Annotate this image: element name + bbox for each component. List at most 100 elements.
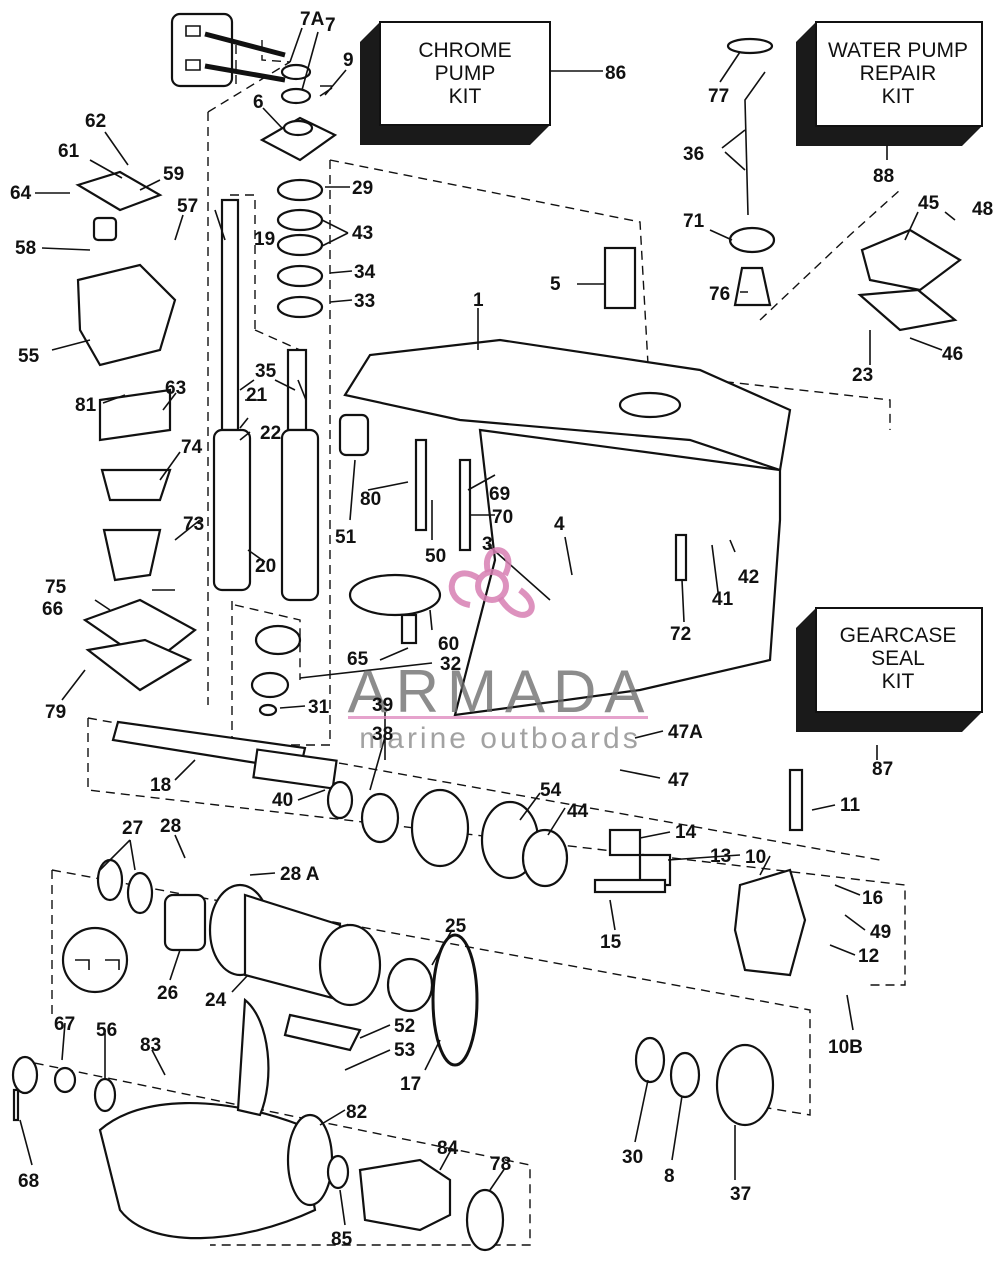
- callout-10b: 10B: [828, 1037, 863, 1058]
- pinion-32-31: [250, 624, 302, 717]
- callout-10: 10: [745, 847, 766, 868]
- callout-29: 29: [352, 178, 373, 199]
- callout-50: 50: [425, 546, 446, 567]
- callout-27: 27: [122, 818, 143, 839]
- callout-34: 34: [354, 262, 376, 283]
- watermark-tagline: marine outboards: [359, 722, 640, 755]
- callout-37: 37: [730, 1184, 751, 1205]
- callout-1: 1: [473, 290, 484, 311]
- callout-74: 74: [181, 437, 203, 458]
- chrome-pump-kit-line3: KIT: [449, 85, 482, 108]
- callout-35: 35: [255, 361, 277, 382]
- callout-7: 7: [325, 15, 336, 36]
- callout-65: 65: [347, 649, 369, 670]
- shift-linkage-10-16: [593, 768, 807, 977]
- callout-38: 38: [372, 724, 393, 745]
- callout-70: 70: [492, 507, 513, 528]
- callout-26: 26: [157, 983, 178, 1004]
- callout-14: 14: [675, 822, 697, 843]
- callout-labels: 7A 7 9 86 77 36 88 6 62 61 59 64 57 58 2…: [10, 9, 993, 1250]
- callout-61: 61: [58, 141, 80, 162]
- callout-12: 12: [858, 946, 879, 967]
- bolts-80-70-72: [414, 438, 688, 582]
- callout-9: 9: [343, 50, 354, 71]
- armada-watermark: ARMADA marine outboards: [348, 547, 648, 755]
- callout-57: 57: [177, 196, 198, 217]
- propeller-83: [98, 997, 334, 1240]
- callout-72: 72: [670, 624, 691, 645]
- callout-4: 4: [554, 514, 565, 535]
- seals-7-7a: [280, 63, 333, 105]
- callout-68: 68: [18, 1171, 39, 1192]
- callout-19: 19: [254, 229, 275, 250]
- shift-cam-51-60: [348, 573, 442, 645]
- gearcase-kit-line1: GEARCASE: [840, 624, 957, 647]
- propshaft-18: [111, 720, 338, 790]
- watermark-underline: [348, 716, 648, 719]
- callout-80: 80: [360, 489, 381, 510]
- callout-17: 17: [400, 1074, 421, 1095]
- callout-54: 54: [540, 780, 562, 801]
- water-pump-repair-kit-box: WATER PUMP REPAIR KIT: [796, 21, 983, 146]
- callout-32: 32: [440, 654, 461, 675]
- water-tube-36-77: [726, 37, 776, 307]
- callout-67: 67: [54, 1014, 75, 1035]
- callout-22: 22: [260, 423, 281, 444]
- driveshaft-19-20: [212, 198, 320, 602]
- callout-39: 39: [372, 695, 393, 716]
- gearcase-kit-line3: KIT: [882, 670, 915, 693]
- water-pump-kit-line1: WATER PUMP: [828, 39, 968, 62]
- gearcase-kit-line2: SEAL: [871, 647, 925, 670]
- callout-28a: 28 A: [280, 864, 320, 885]
- callout-78: 78: [490, 1154, 511, 1175]
- pump-cover-45: [857, 228, 962, 332]
- callout-28: 28: [160, 816, 181, 837]
- callout-23: 23: [852, 365, 873, 386]
- callout-69: 69: [489, 484, 510, 505]
- callout-64: 64: [10, 183, 32, 204]
- callout-81: 81: [75, 395, 97, 416]
- water-pump-55-66: [75, 170, 198, 692]
- callout-18: 18: [150, 775, 171, 796]
- callout-56: 56: [96, 1020, 117, 1041]
- water-pump-kit-line2: REPAIR: [860, 62, 937, 85]
- callout-11: 11: [840, 795, 861, 816]
- chrome-pump-kit-box: CHROME PUMP KIT: [360, 21, 551, 145]
- callout-3: 3: [482, 534, 493, 555]
- callout-49: 49: [870, 922, 891, 943]
- callout-33: 33: [354, 291, 375, 312]
- callout-71: 71: [683, 211, 705, 232]
- callout-83: 83: [140, 1035, 161, 1056]
- callout-36: 36: [683, 144, 704, 165]
- callout-43: 43: [352, 223, 373, 244]
- callout-47a: 47A: [668, 722, 703, 743]
- callout-62: 62: [85, 111, 106, 132]
- callout-42: 42: [738, 567, 759, 588]
- bearing-carrier-24: [163, 883, 479, 1067]
- callout-87: 87: [872, 759, 893, 780]
- gearcase-seal-kit-box: GEARCASE SEAL KIT: [796, 607, 983, 732]
- callout-75: 75: [45, 577, 67, 598]
- callout-51: 51: [335, 527, 357, 548]
- callout-30: 30: [622, 1147, 643, 1168]
- callout-84: 84: [437, 1138, 459, 1159]
- chrome-pump-kit-line2: PUMP: [435, 62, 496, 85]
- callout-8: 8: [664, 1166, 675, 1187]
- water-pump-kit-line3: KIT: [882, 85, 915, 108]
- anode-5: [603, 246, 637, 310]
- chrome-pump-kit-line1: CHROME: [418, 39, 511, 62]
- seal-detail-inset-bottom: [61, 858, 154, 994]
- callout-47: 47: [668, 770, 689, 791]
- gear-housing-1: [338, 338, 792, 717]
- callout-24: 24: [205, 990, 227, 1011]
- reverse-gear-30-8-37: [634, 1036, 775, 1127]
- callout-79: 79: [45, 702, 66, 723]
- prop-hardware-84-85-78: [11, 1055, 505, 1252]
- callout-88: 88: [873, 166, 894, 187]
- callout-5: 5: [550, 274, 561, 295]
- pump-housing-6: [259, 116, 338, 162]
- callout-55: 55: [18, 346, 40, 367]
- callout-63: 63: [165, 378, 186, 399]
- callout-6: 6: [253, 92, 264, 113]
